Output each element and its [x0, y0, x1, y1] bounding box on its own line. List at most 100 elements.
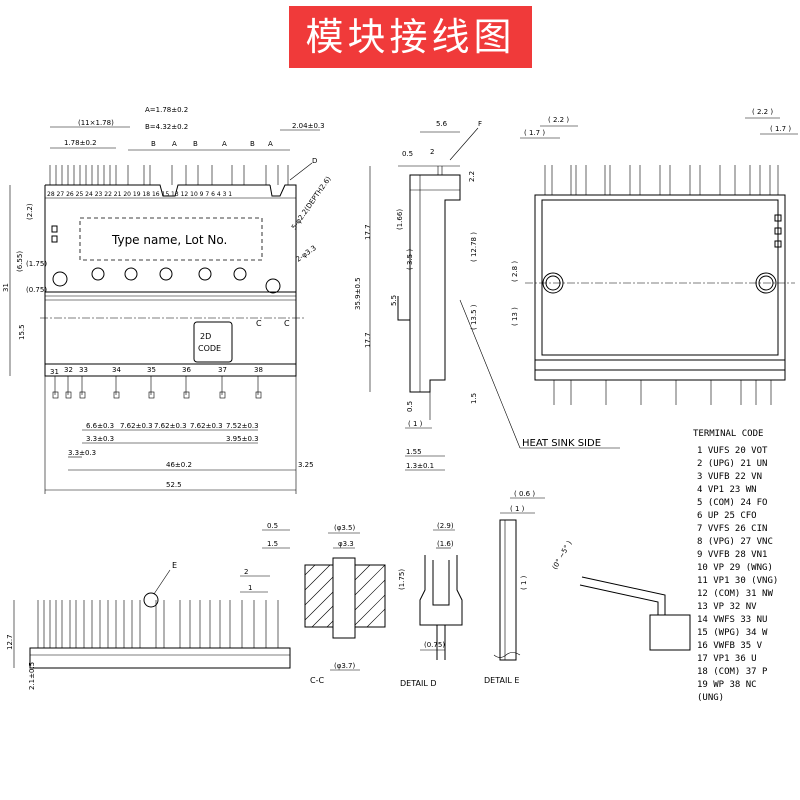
lead-dim-2: 2 [244, 568, 248, 576]
bottom-pin-32: 32 [64, 366, 73, 374]
side-dim-05b: 0.5 [406, 401, 414, 412]
dim-204: 2.04±0.3 [292, 122, 325, 130]
side-dim-05: 0.5 [402, 150, 413, 158]
dim-22-left: (2.2) [26, 203, 34, 220]
top-pins [49, 165, 289, 185]
side-dim-1: ( 1 ) [408, 420, 423, 428]
dim-325: 3.25 [298, 461, 314, 469]
section-c-mark-1: C [256, 319, 262, 328]
dim-b-marker-3: B [250, 140, 255, 148]
lead-dim-127: 12.7 [6, 634, 14, 650]
back-dim-17a: ( 1.7 ) [524, 129, 545, 137]
front-view: Type name, Lot No. 2D CODE C C 28 27 26 … [2, 106, 333, 494]
bottom-pin-38: 38 [254, 366, 263, 374]
section-cc-label: C-C [310, 676, 324, 685]
dim-b-marker-1: B [151, 140, 156, 148]
detail-d: (2.9) (1.6) (1.75) (0.75) DETAIL D [398, 522, 463, 688]
dim-a-marker-1: A [172, 140, 177, 148]
terminal-code-heading: TERMINAL CODE [693, 429, 763, 439]
side-view: 5.6 F 0.5 2 2.2 17.7 17.7 35.9±0.5 (1.66… [354, 120, 620, 471]
back-dim-22a: ( 2.2 ) [548, 116, 569, 124]
heat-sink-label: HEAT SINK SIDE [522, 438, 601, 449]
detail-e-dim-1b: ( 1 ) [520, 575, 528, 590]
section-c-mark-2: C [284, 319, 290, 328]
terminal-row: 9 VVFB 28 VN1 [697, 550, 767, 560]
side-dim-22: 2.2 [468, 171, 476, 182]
bottom-pin-36: 36 [182, 366, 191, 374]
dim-525: 52.5 [166, 481, 182, 489]
dim-762-3: 7.62±0.3 [190, 422, 223, 430]
terminal-row: 6 UP 25 CFO [697, 511, 757, 521]
detail-e: ( 0.6 ) ( 1 ) ( 1 ) DETAIL E (0° ~5° ) [484, 490, 691, 685]
side-dim-35: ( 3.5 ) [406, 249, 414, 270]
side-dim-56: 5.6 [436, 120, 448, 128]
dim-33-b: 3.3±0.3 [68, 449, 96, 457]
terminal-row: 2 (UPG) 21 UN [697, 459, 767, 469]
side-dim-177b: 17.7 [364, 332, 372, 348]
code-2d-line2: CODE [198, 344, 221, 353]
side-dim-166: (1.66) [396, 209, 404, 230]
dim-46: 46±0.2 [166, 461, 192, 469]
dim-175-left: (1.75) [26, 260, 47, 268]
dim-66: 6.6±0.3 [86, 422, 114, 430]
terminal-row: 10 VP 29 (WNG) [697, 563, 773, 573]
cc-dim-37: (φ3.7) [334, 662, 355, 670]
terminal-row: 14 VWFS 33 NU [697, 615, 767, 625]
terminal-row: 11 VP1 30 (VNG) [697, 576, 778, 586]
bottom-pin-33: 33 [79, 366, 88, 374]
terminal-row: 12 (COM) 31 NW [697, 589, 773, 599]
page-title: 模块接线图 [305, 15, 516, 59]
dim-155: 15.5 [18, 324, 26, 340]
hole-note-2: 2-φ3.3 [295, 244, 318, 264]
back-dim-22b: ( 2.2 ) [752, 108, 773, 116]
dim-395: 3.95±0.3 [226, 435, 259, 443]
detail-e-angle: (0° ~5° ) [551, 539, 574, 571]
side-dim-13: 1.3±0.1 [406, 462, 434, 470]
dim-b: B=4.32±0.2 [145, 123, 188, 131]
terminal-row: 8 (VPG) 27 VNC [697, 537, 773, 547]
terminal-row: 4 VP1 23 WN [697, 485, 757, 495]
bottom-pin-37: 37 [218, 366, 227, 374]
lead-view: E 12.7 2.1±0.5 0.5 1.5 2 1 [6, 522, 291, 690]
terminal-row: (UNG) [697, 693, 724, 703]
detail-e-dim-1a: ( 1 ) [510, 505, 525, 513]
terminal-row: 17 VP1 36 U [697, 654, 757, 664]
type-name-label: Type name, Lot No. [111, 233, 227, 247]
side-dim-1278: ( 12.78 ) [470, 232, 478, 262]
dim-178: 1.78±0.2 [64, 139, 97, 147]
side-dim-15: 1.5 [470, 393, 478, 404]
dim-31: 31 [2, 283, 10, 292]
dim-b-marker-2: B [193, 140, 198, 148]
title-banner: 模块接线图 [289, 6, 532, 68]
side-label-f: F [478, 120, 482, 128]
dim-a-marker-2: A [222, 140, 227, 148]
terminal-row: 13 VP 32 NV [697, 602, 757, 612]
terminal-row: 3 VUFB 22 VN [697, 472, 762, 482]
bottom-pin-35: 35 [147, 366, 156, 374]
lead-dim-05: 0.5 [267, 522, 278, 530]
hole-note: 5-φ2.2(DEPTH2.6) [290, 175, 333, 231]
detail-e-label: DETAIL E [484, 676, 519, 685]
dim-a-marker-3: A [268, 140, 273, 148]
side-dim-2: 2 [430, 148, 434, 156]
terminal-row: 7 VVFS 26 CIN [697, 524, 767, 534]
dim-762-1: 7.62±0.3 [120, 422, 153, 430]
dim-655: (6.55) [16, 251, 24, 272]
dim-a: A=1.78±0.2 [145, 106, 188, 114]
side-dim-135: ( 13.5 ) [470, 304, 478, 330]
terminal-row: 5 (COM) 24 FO [697, 498, 767, 508]
back-dim-17b: ( 1.7 ) [770, 125, 791, 133]
back-view: ( 2.2 ) ( 1.7 ) ( 2.2 ) ( 1.7 ) ( 2.8 ) … [511, 108, 798, 405]
detail-e-dim-06: ( 0.6 ) [514, 490, 535, 498]
dim-33-a: 3.3±0.3 [86, 435, 114, 443]
detail-d-label: DETAIL D [400, 679, 436, 688]
detail-d-dim-175: (1.75) [398, 569, 406, 590]
lead-dim-15: 1.5 [267, 540, 278, 548]
terminal-row: 19 WP 38 NC [697, 680, 757, 690]
dim-pitch: (11×1.78) [78, 119, 114, 127]
lead-dim-21: 2.1±0.5 [28, 662, 36, 690]
terminal-row: 1 VUFS 20 VOT [697, 446, 768, 456]
back-dim-13: ( 13 ) [511, 307, 519, 326]
detail-d-dim-16: (1.6) [437, 540, 454, 548]
